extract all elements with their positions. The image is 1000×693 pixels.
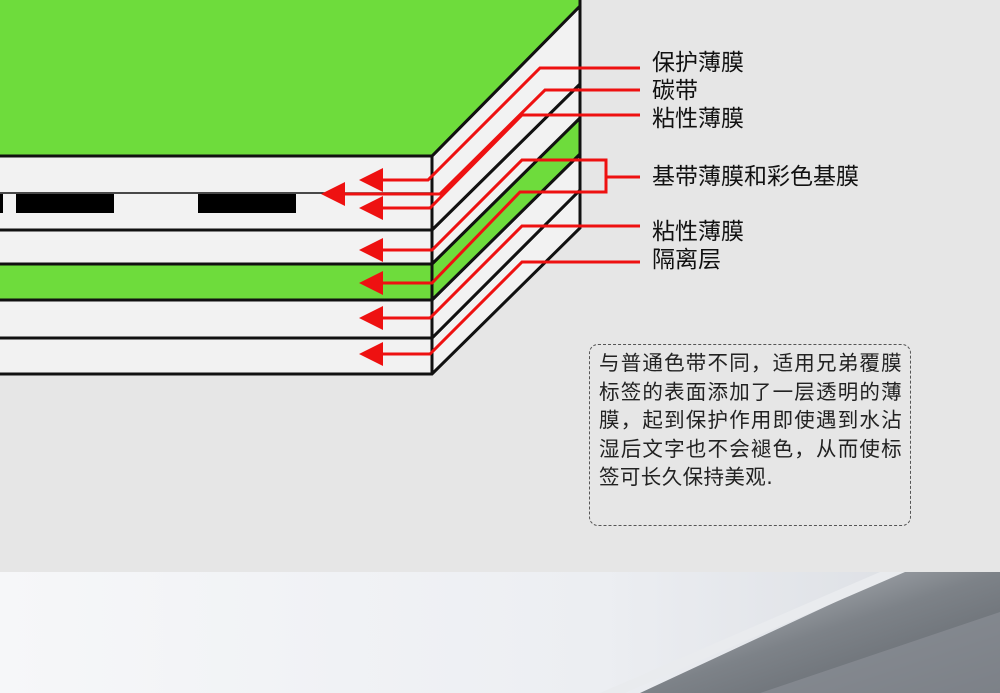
arrow-base-film (359, 158, 600, 262)
diagram-panel: 保护薄膜 碳带 粘性薄膜 基带薄膜和彩色基膜 粘性薄膜 隔离层 与普通色带不同，… (0, 0, 911, 526)
printed-ink-block-edge (0, 194, 3, 213)
arrow-protective-film (359, 66, 640, 192)
layer-stack-diagram (0, 0, 640, 376)
description-note-box: 与普通色带不同，适用兄弟覆膜标签的表面添加了一层透明的薄膜，起到保护作用即使遇到… (589, 344, 911, 526)
arrow-color-film (359, 190, 600, 295)
label-base-and-color-film: 基带薄膜和彩色基膜 (652, 164, 859, 190)
label-adhesive-film-top: 粘性薄膜 (652, 106, 744, 132)
product-photo-image (0, 572, 1000, 693)
protective-film-layer (0, 0, 582, 158)
label-carbon-ribbon: 碳带 (652, 78, 698, 104)
label-adhesive-film-bottom: 粘性薄膜 (652, 219, 744, 245)
arrow-carbon-ribbon (321, 88, 640, 206)
arrow-adhesive-top (359, 113, 640, 220)
label-protective-film: 保护薄膜 (652, 50, 744, 76)
arrow-adhesive-bottom (359, 224, 640, 330)
printed-ink-block-left (16, 194, 114, 213)
printed-ink-block-right (198, 194, 296, 213)
description-note-text: 与普通色带不同，适用兄弟覆膜标签的表面添加了一层透明的薄膜，起到保护作用即使遇到… (599, 351, 902, 489)
arrow-release-layer (359, 260, 640, 366)
bracket-base-color (600, 158, 608, 194)
product-photo-strip (0, 572, 1000, 693)
leader-arrows (321, 66, 640, 366)
label-release-layer: 隔离层 (652, 247, 721, 273)
